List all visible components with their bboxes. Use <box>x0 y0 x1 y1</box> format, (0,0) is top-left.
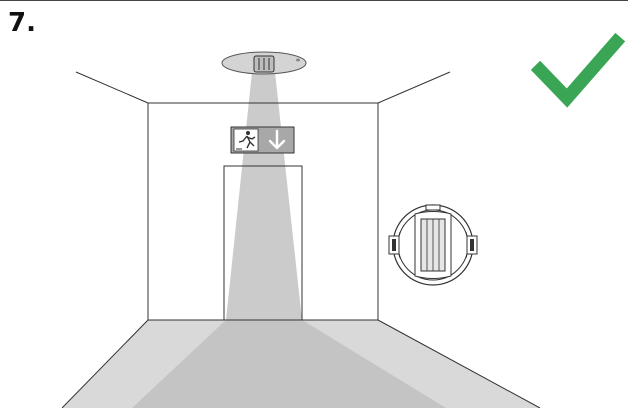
floor-edge-left <box>61 319 149 408</box>
emergency-exit-sign-icon <box>230 126 295 154</box>
sensor-top-view-icon <box>388 204 478 286</box>
ceiling-edge-left <box>75 71 149 104</box>
floor-edge-right <box>377 319 541 408</box>
ceiling-sensor-icon <box>221 51 307 75</box>
step-number: 7. <box>8 8 36 38</box>
floor-beam-inner <box>132 320 446 408</box>
checkmark-icon <box>530 32 626 108</box>
top-rule <box>0 0 628 1</box>
ceiling-edge-right <box>377 71 451 104</box>
sensor-beam <box>226 72 302 320</box>
door <box>223 165 303 321</box>
